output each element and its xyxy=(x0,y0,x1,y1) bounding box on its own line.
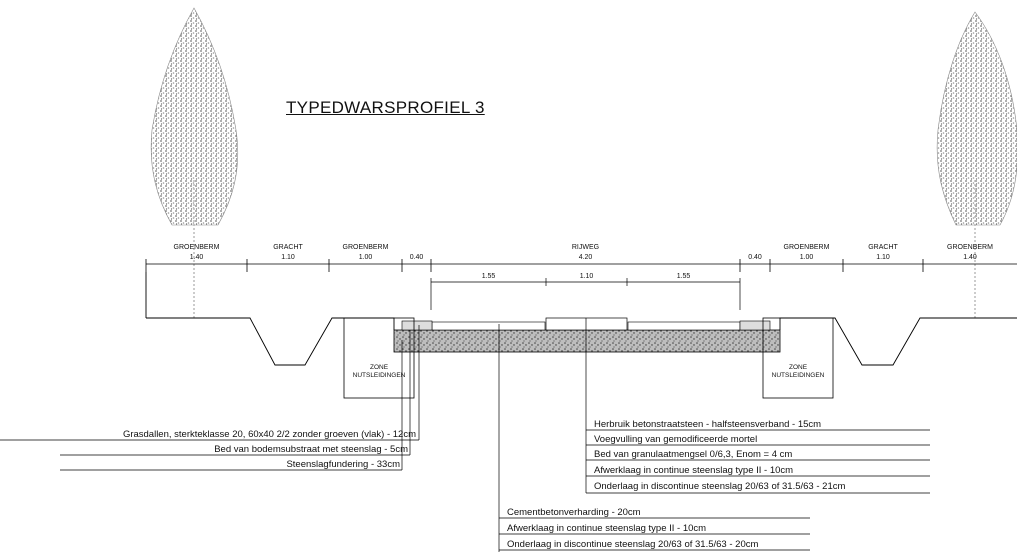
section-width: 1.00 xyxy=(799,254,814,261)
section-width: 1.10 xyxy=(281,254,295,261)
note-left: Bed van bodemsubstraat met steenslag - 5… xyxy=(214,444,408,455)
section-label: GRACHT xyxy=(273,244,303,251)
section-label: GROENBERM xyxy=(947,244,993,251)
zone-label-line: NUTSLEIDINGEN xyxy=(352,372,406,379)
note-left: Grasdallen, sterkteklasse 20, 60x40 2/2 … xyxy=(122,429,416,440)
sub-dimension: 1.55 xyxy=(676,273,691,280)
tree-right-icon xyxy=(936,11,1017,320)
section-label: GROENBERM xyxy=(173,244,220,251)
section-label: RIJWEG xyxy=(571,244,600,251)
sub-dimension: 1.55 xyxy=(481,273,496,280)
road-layers xyxy=(393,317,781,353)
section-width: 4.20 xyxy=(578,254,593,261)
note-right: Herbruik betonstraatsteen - halfsteensve… xyxy=(594,419,822,430)
section-label: GROENBERM xyxy=(342,244,389,251)
zone-label-right: ZONE NUTSLEIDINGEN xyxy=(756,364,840,380)
zone-label-line: ZONE xyxy=(369,364,389,371)
dimension-line-sub xyxy=(430,278,741,310)
section-width: 0.40 xyxy=(409,254,424,261)
leader-lines xyxy=(0,318,930,552)
dimension-line-top xyxy=(145,259,1017,272)
section-label: GRACHT xyxy=(868,244,898,251)
zone-label-line: ZONE xyxy=(788,364,808,371)
note-center: Onderlaag in discontinue steenslag 20/63… xyxy=(507,539,759,550)
zone-label-left: ZONE NUTSLEIDINGEN xyxy=(337,364,421,380)
note-right: Onderlaag in discontinue steenslag 20/63… xyxy=(594,481,846,492)
drawing-title: TYPEDWARSPROFIEL 3 xyxy=(286,98,485,117)
utility-zones xyxy=(343,317,834,399)
section-width: 1.40 xyxy=(189,254,204,261)
note-center: Afwerklaag in continue steenslag type II… xyxy=(507,523,707,534)
section-width: 1.00 xyxy=(358,254,373,261)
note-right: Voegvulling van gemodificeerde mortel xyxy=(594,434,758,445)
sub-dimension: 1.10 xyxy=(579,273,594,280)
note-left: Steenslagfundering - 33cm xyxy=(286,459,400,470)
section-label: GROENBERM xyxy=(783,244,830,251)
tree-left-icon xyxy=(150,7,239,320)
section-width: 1.10 xyxy=(876,254,890,261)
section-width: 0.40 xyxy=(748,254,762,261)
note-center: Cementbetonverharding - 20cm xyxy=(507,507,641,518)
section-width: 1.40 xyxy=(963,254,977,261)
zone-label-line: NUTSLEIDINGEN xyxy=(771,372,825,379)
note-right: Afwerklaag in continue steenslag type II… xyxy=(594,465,794,476)
note-right: Bed van granulaatmengsel 0/6,3, Enom = 4… xyxy=(594,449,793,460)
